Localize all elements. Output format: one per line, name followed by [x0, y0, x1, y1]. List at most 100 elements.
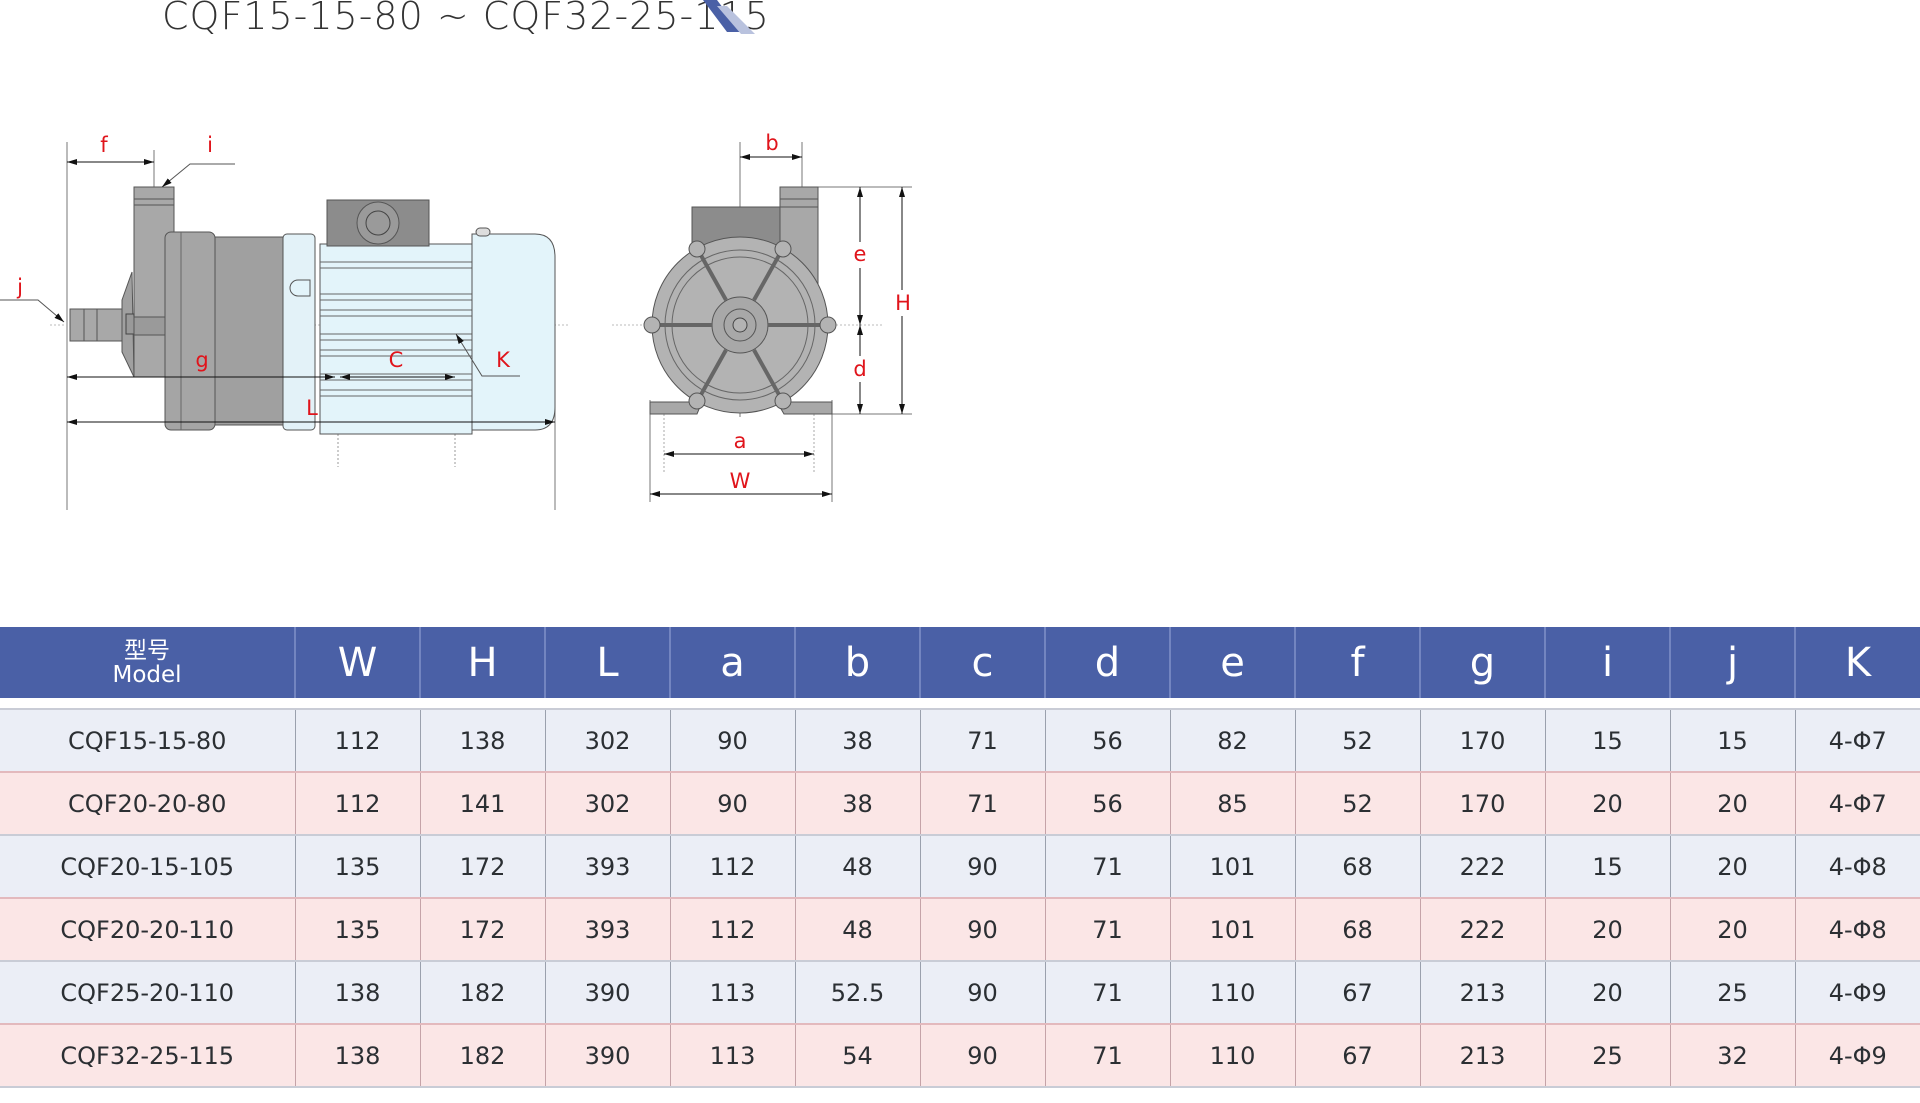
value-cell: 4-Φ7 [1794, 771, 1920, 835]
value-cell: 20 [1544, 771, 1670, 835]
pump-front-view-diagram: b e H d a W [612, 132, 914, 502]
value-cell: 15 [1669, 708, 1795, 772]
dim-label-l: L [306, 396, 318, 420]
dim-label-a: a [734, 429, 747, 453]
value-cell: 112 [294, 771, 420, 835]
value-cell: 302 [544, 708, 670, 772]
value-cell: 141 [419, 771, 545, 835]
header-cell: c [919, 627, 1045, 698]
value-cell: 222 [1419, 834, 1545, 898]
value-cell: 172 [419, 834, 545, 898]
model-cell: CQF25-20-110 [0, 960, 295, 1024]
value-cell: 390 [544, 1023, 670, 1088]
value-cell: 90 [919, 897, 1045, 961]
dim-label-w: W [730, 469, 751, 493]
header-cell: H [419, 627, 545, 698]
value-cell: 90 [919, 834, 1045, 898]
value-cell: 71 [919, 771, 1045, 835]
header-cell: j [1669, 627, 1795, 698]
value-cell: 4-Φ9 [1794, 1023, 1920, 1088]
value-cell: 20 [1669, 897, 1795, 961]
value-cell: 32 [1669, 1023, 1795, 1088]
value-cell: 113 [669, 1023, 795, 1088]
value-cell: 213 [1419, 1023, 1545, 1088]
pump-side-view-diagram: f i j g C K L [0, 133, 570, 510]
model-cell: CQF20-15-105 [0, 834, 295, 898]
value-cell: 20 [1544, 960, 1670, 1024]
header-cell: d [1044, 627, 1170, 698]
value-cell: 101 [1169, 897, 1295, 961]
header-cell: f [1294, 627, 1420, 698]
value-cell: 4-Φ8 [1794, 834, 1920, 898]
header-cell: i [1544, 627, 1670, 698]
value-cell: 222 [1419, 897, 1545, 961]
value-cell: 71 [1044, 960, 1170, 1024]
value-cell: 390 [544, 960, 670, 1024]
value-cell: 90 [669, 708, 795, 772]
header-cell: g [1419, 627, 1545, 698]
value-cell: 68 [1294, 834, 1420, 898]
value-cell: 20 [1669, 834, 1795, 898]
value-cell: 138 [419, 708, 545, 772]
value-cell: 71 [1044, 834, 1170, 898]
header-model: 型号 Model [0, 627, 295, 698]
value-cell: 67 [1294, 960, 1420, 1024]
value-cell: 68 [1294, 897, 1420, 961]
value-cell: 182 [419, 960, 545, 1024]
value-cell: 110 [1169, 1023, 1295, 1088]
value-cell: 112 [669, 897, 795, 961]
model-cell: CQF20-20-110 [0, 897, 295, 961]
value-cell: 20 [1669, 771, 1795, 835]
dim-label-h: H [895, 291, 911, 315]
value-cell: 4-Φ8 [1794, 897, 1920, 961]
value-cell: 38 [794, 771, 920, 835]
value-cell: 4-Φ9 [1794, 960, 1920, 1024]
value-cell: 48 [794, 834, 920, 898]
value-cell: 71 [919, 708, 1045, 772]
dim-label-i: i [207, 133, 213, 157]
value-cell: 213 [1419, 960, 1545, 1024]
header-cell: a [669, 627, 795, 698]
value-cell: 15 [1544, 708, 1670, 772]
value-cell: 112 [669, 834, 795, 898]
value-cell: 38 [794, 708, 920, 772]
value-cell: 54 [794, 1023, 920, 1088]
value-cell: 52 [1294, 708, 1420, 772]
value-cell: 110 [1169, 960, 1295, 1024]
value-cell: 85 [1169, 771, 1295, 835]
value-cell: 25 [1669, 960, 1795, 1024]
header-cell: W [294, 627, 420, 698]
value-cell: 52.5 [794, 960, 920, 1024]
value-cell: 15 [1544, 834, 1670, 898]
model-cell: CQF20-20-80 [0, 771, 295, 835]
value-cell: 302 [544, 771, 670, 835]
value-cell: 48 [794, 897, 920, 961]
value-cell: 112 [294, 708, 420, 772]
value-cell: 170 [1419, 771, 1545, 835]
dimension-spec-table: 型号 Model W H L a b c d e f g i j K CQF15… [0, 627, 1920, 1088]
dim-label-g: g [195, 348, 208, 372]
value-cell: 67 [1294, 1023, 1420, 1088]
value-cell: 90 [919, 960, 1045, 1024]
value-cell: 138 [294, 960, 420, 1024]
value-cell: 393 [544, 897, 670, 961]
model-cell: CQF15-15-80 [0, 708, 295, 772]
value-cell: 52 [1294, 771, 1420, 835]
value-cell: 71 [1044, 1023, 1170, 1088]
dim-label-c: C [389, 348, 404, 372]
dim-label-e: e [854, 242, 867, 266]
page-title: CQF15-15-80 ~ CQF32-25-115 [162, 0, 770, 38]
dim-label-j: j [16, 275, 23, 299]
header-cell: K [1794, 627, 1920, 698]
header-cell: b [794, 627, 920, 698]
value-cell: 170 [1419, 708, 1545, 772]
value-cell: 20 [1544, 897, 1670, 961]
dim-label-f: f [100, 133, 108, 157]
value-cell: 393 [544, 834, 670, 898]
value-cell: 182 [419, 1023, 545, 1088]
